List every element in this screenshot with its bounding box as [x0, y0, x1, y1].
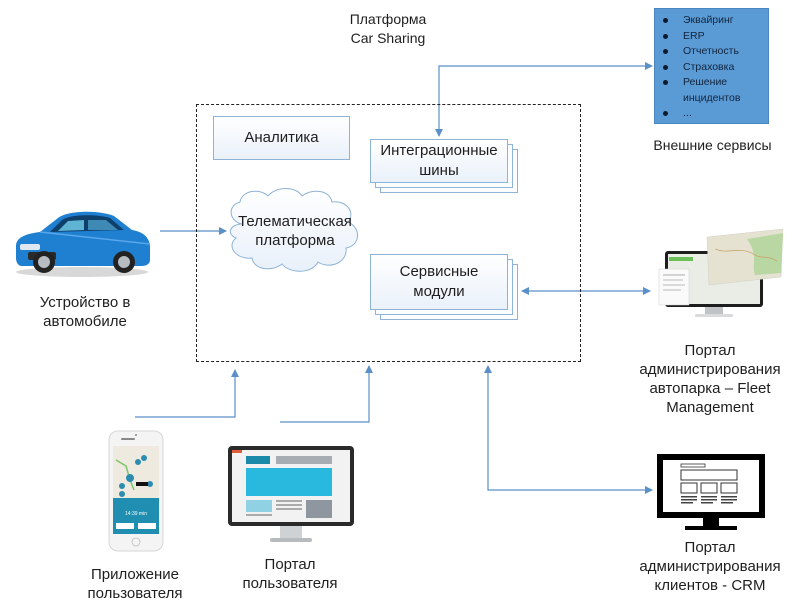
bullet-icon	[663, 111, 668, 116]
external-services-list: Эквайринг ERP Отчетность Страховка Решен…	[661, 13, 764, 122]
user-portal-monitor[interactable]	[226, 444, 356, 548]
monitor-map-icon	[658, 228, 784, 317]
crm-portal-caption: Портал администрирования клиентов - CRM	[639, 539, 781, 594]
bullet-icon	[663, 18, 668, 23]
car-device[interactable]	[10, 200, 155, 280]
bullet-icon	[663, 33, 668, 39]
bullet-icon	[663, 80, 668, 85]
service-modules-label-line1: Сервисные	[399, 263, 479, 280]
connector-app-platform	[135, 369, 239, 418]
platform-title: Платформа Car Sharing	[318, 10, 458, 48]
desktop-monitor-icon	[228, 446, 354, 542]
service-modules-label-line2: модули	[413, 283, 465, 300]
platform-boundary	[196, 104, 581, 362]
service-modules-box: Сервисные модули	[370, 254, 508, 310]
external-service-item: Решение инцидентов	[661, 75, 764, 106]
cloud-icon	[229, 188, 358, 272]
user-app-phone[interactable]: 14:39 min	[108, 430, 164, 552]
external-service-item: ERP	[661, 29, 764, 45]
external-service-item: Отчетность	[661, 44, 764, 60]
integration-bus-label-line2: шины	[419, 162, 459, 179]
external-service-item: ...	[661, 106, 764, 122]
crm-portal-monitor[interactable]	[655, 452, 767, 532]
smartphone-icon: 14:39 min	[108, 430, 164, 552]
telematics-label-line2: платформа	[255, 232, 335, 249]
external-services-box[interactable]: Эквайринг ERP Отчетность Страховка Решен…	[654, 8, 769, 124]
platform-title-line1: Платформа	[349, 11, 427, 27]
external-services-caption: Внешние сервисы	[653, 137, 772, 153]
external-service-item: Страховка	[661, 60, 764, 76]
connector-portal-platform	[280, 365, 373, 423]
analytics-label: Аналитика	[244, 129, 319, 146]
car-icon	[16, 211, 151, 277]
crm-monitor-icon	[657, 454, 765, 530]
fleet-portal-image[interactable]	[655, 225, 790, 325]
integration-bus-box: Интеграционные шины	[370, 139, 508, 183]
user-portal-caption: Портал пользователя	[242, 556, 338, 592]
telematics-label-line1: Телематическая	[238, 213, 352, 230]
connector-crm-platform	[484, 365, 653, 494]
user-app-caption: Приложение пользователя	[87, 566, 183, 602]
integration-bus-label-line1: Интеграционные	[380, 142, 498, 159]
app-screen-time: 14:39 min	[125, 511, 147, 517]
fleet-portal-caption: Портал администрирования автопарка – Fle…	[639, 342, 781, 416]
car-device-caption: Устройство в автомобиле	[39, 294, 131, 330]
connector-integration-external	[435, 62, 653, 137]
telematics-platform[interactable]: Телематическая платформа	[220, 184, 370, 276]
analytics-module[interactable]: Аналитика	[213, 116, 350, 160]
external-service-item: Эквайринг	[661, 13, 764, 29]
bullet-icon	[663, 49, 668, 54]
platform-title-line2: Car Sharing	[350, 30, 426, 46]
bullet-icon	[663, 64, 668, 70]
